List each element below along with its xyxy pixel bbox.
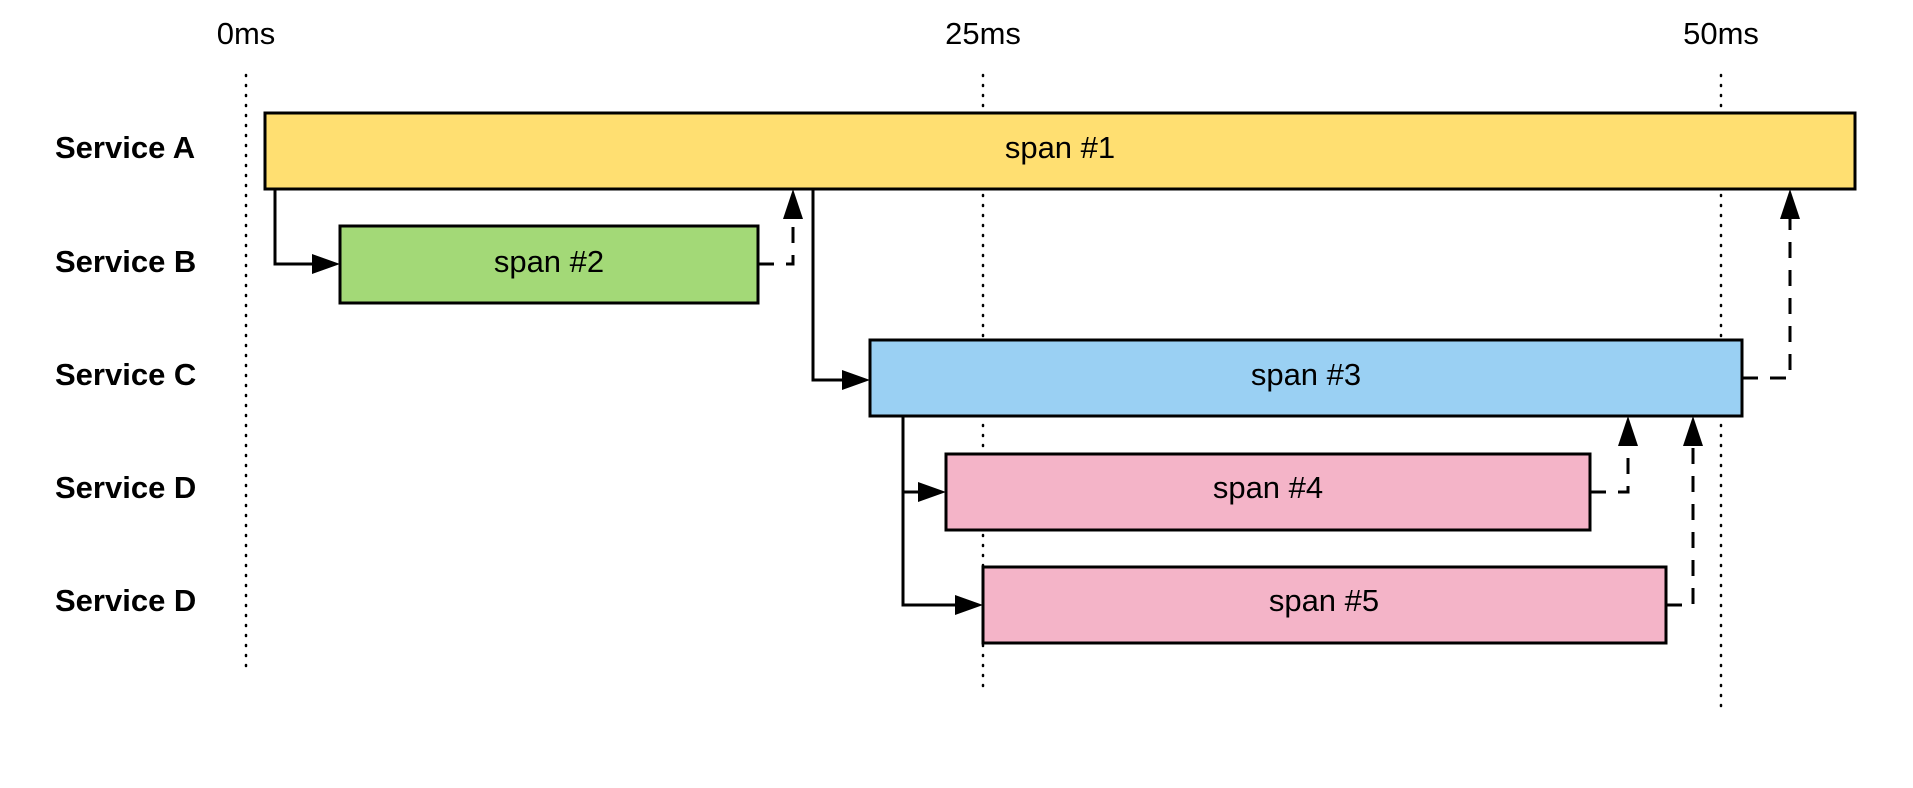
span-2-bar[interactable] xyxy=(338,224,760,305)
return-arrows xyxy=(758,189,1800,607)
span-5-label: span #5 xyxy=(1269,583,1379,618)
return-arrowhead-span3-a xyxy=(1618,416,1638,446)
service-label-b: Service B xyxy=(55,244,196,279)
call-arrowhead-span3 xyxy=(842,370,870,390)
service-label-a: Service A xyxy=(55,130,195,165)
return-arrow-span5-to-span3 xyxy=(1666,446,1695,607)
span-2[interactable]: span #2 xyxy=(338,224,760,305)
span-1-label: span #1 xyxy=(1005,130,1115,165)
tick-label-50ms: 50ms xyxy=(1683,16,1759,51)
service-label-c: Service C xyxy=(55,357,196,392)
call-arrows xyxy=(273,189,983,615)
call-arrow-span1-to-span2 xyxy=(273,189,312,266)
return-arrow-span4-to-span3 xyxy=(1590,446,1630,494)
return-arrow-span2-to-span1 xyxy=(758,219,795,266)
span-2-label: span #2 xyxy=(494,244,604,279)
return-arrow-span3-to-span1 xyxy=(1742,219,1792,380)
span-5[interactable]: span #5 xyxy=(981,565,1668,645)
span-1[interactable]: span #1 xyxy=(263,111,1857,191)
service-label-d-second: Service D xyxy=(55,583,196,618)
tick-label-0ms: 0ms xyxy=(217,16,276,51)
call-arrow-span1-to-span3 xyxy=(811,189,842,382)
span-4[interactable]: span #4 xyxy=(944,452,1592,532)
span-3[interactable]: span #3 xyxy=(868,338,1744,418)
call-arrow-span3-to-span5 xyxy=(901,492,955,607)
call-arrowhead-span4 xyxy=(918,482,946,502)
service-label-d: Service D xyxy=(55,470,196,505)
call-arrowhead-span2 xyxy=(312,254,340,274)
service-labels: Service A Service B Service C Service D … xyxy=(55,130,196,618)
span-1-bar[interactable] xyxy=(263,111,1857,191)
call-arrow-span3-to-span4 xyxy=(901,416,918,494)
return-arrowhead-span1-b xyxy=(1780,189,1800,219)
span-4-label: span #4 xyxy=(1213,470,1323,505)
return-arrowhead-span3-b xyxy=(1683,416,1703,446)
spans: span #1 span #2 span #3 span #4 span #5 xyxy=(263,111,1857,645)
tick-label-25ms: 25ms xyxy=(945,16,1021,51)
return-arrowhead-span1-a xyxy=(783,189,803,219)
span-3-bar[interactable] xyxy=(868,338,1744,418)
call-arrowhead-span5 xyxy=(955,595,983,615)
time-axis: 0ms 25ms 50ms xyxy=(217,16,1759,51)
span-3-label: span #3 xyxy=(1251,357,1361,392)
